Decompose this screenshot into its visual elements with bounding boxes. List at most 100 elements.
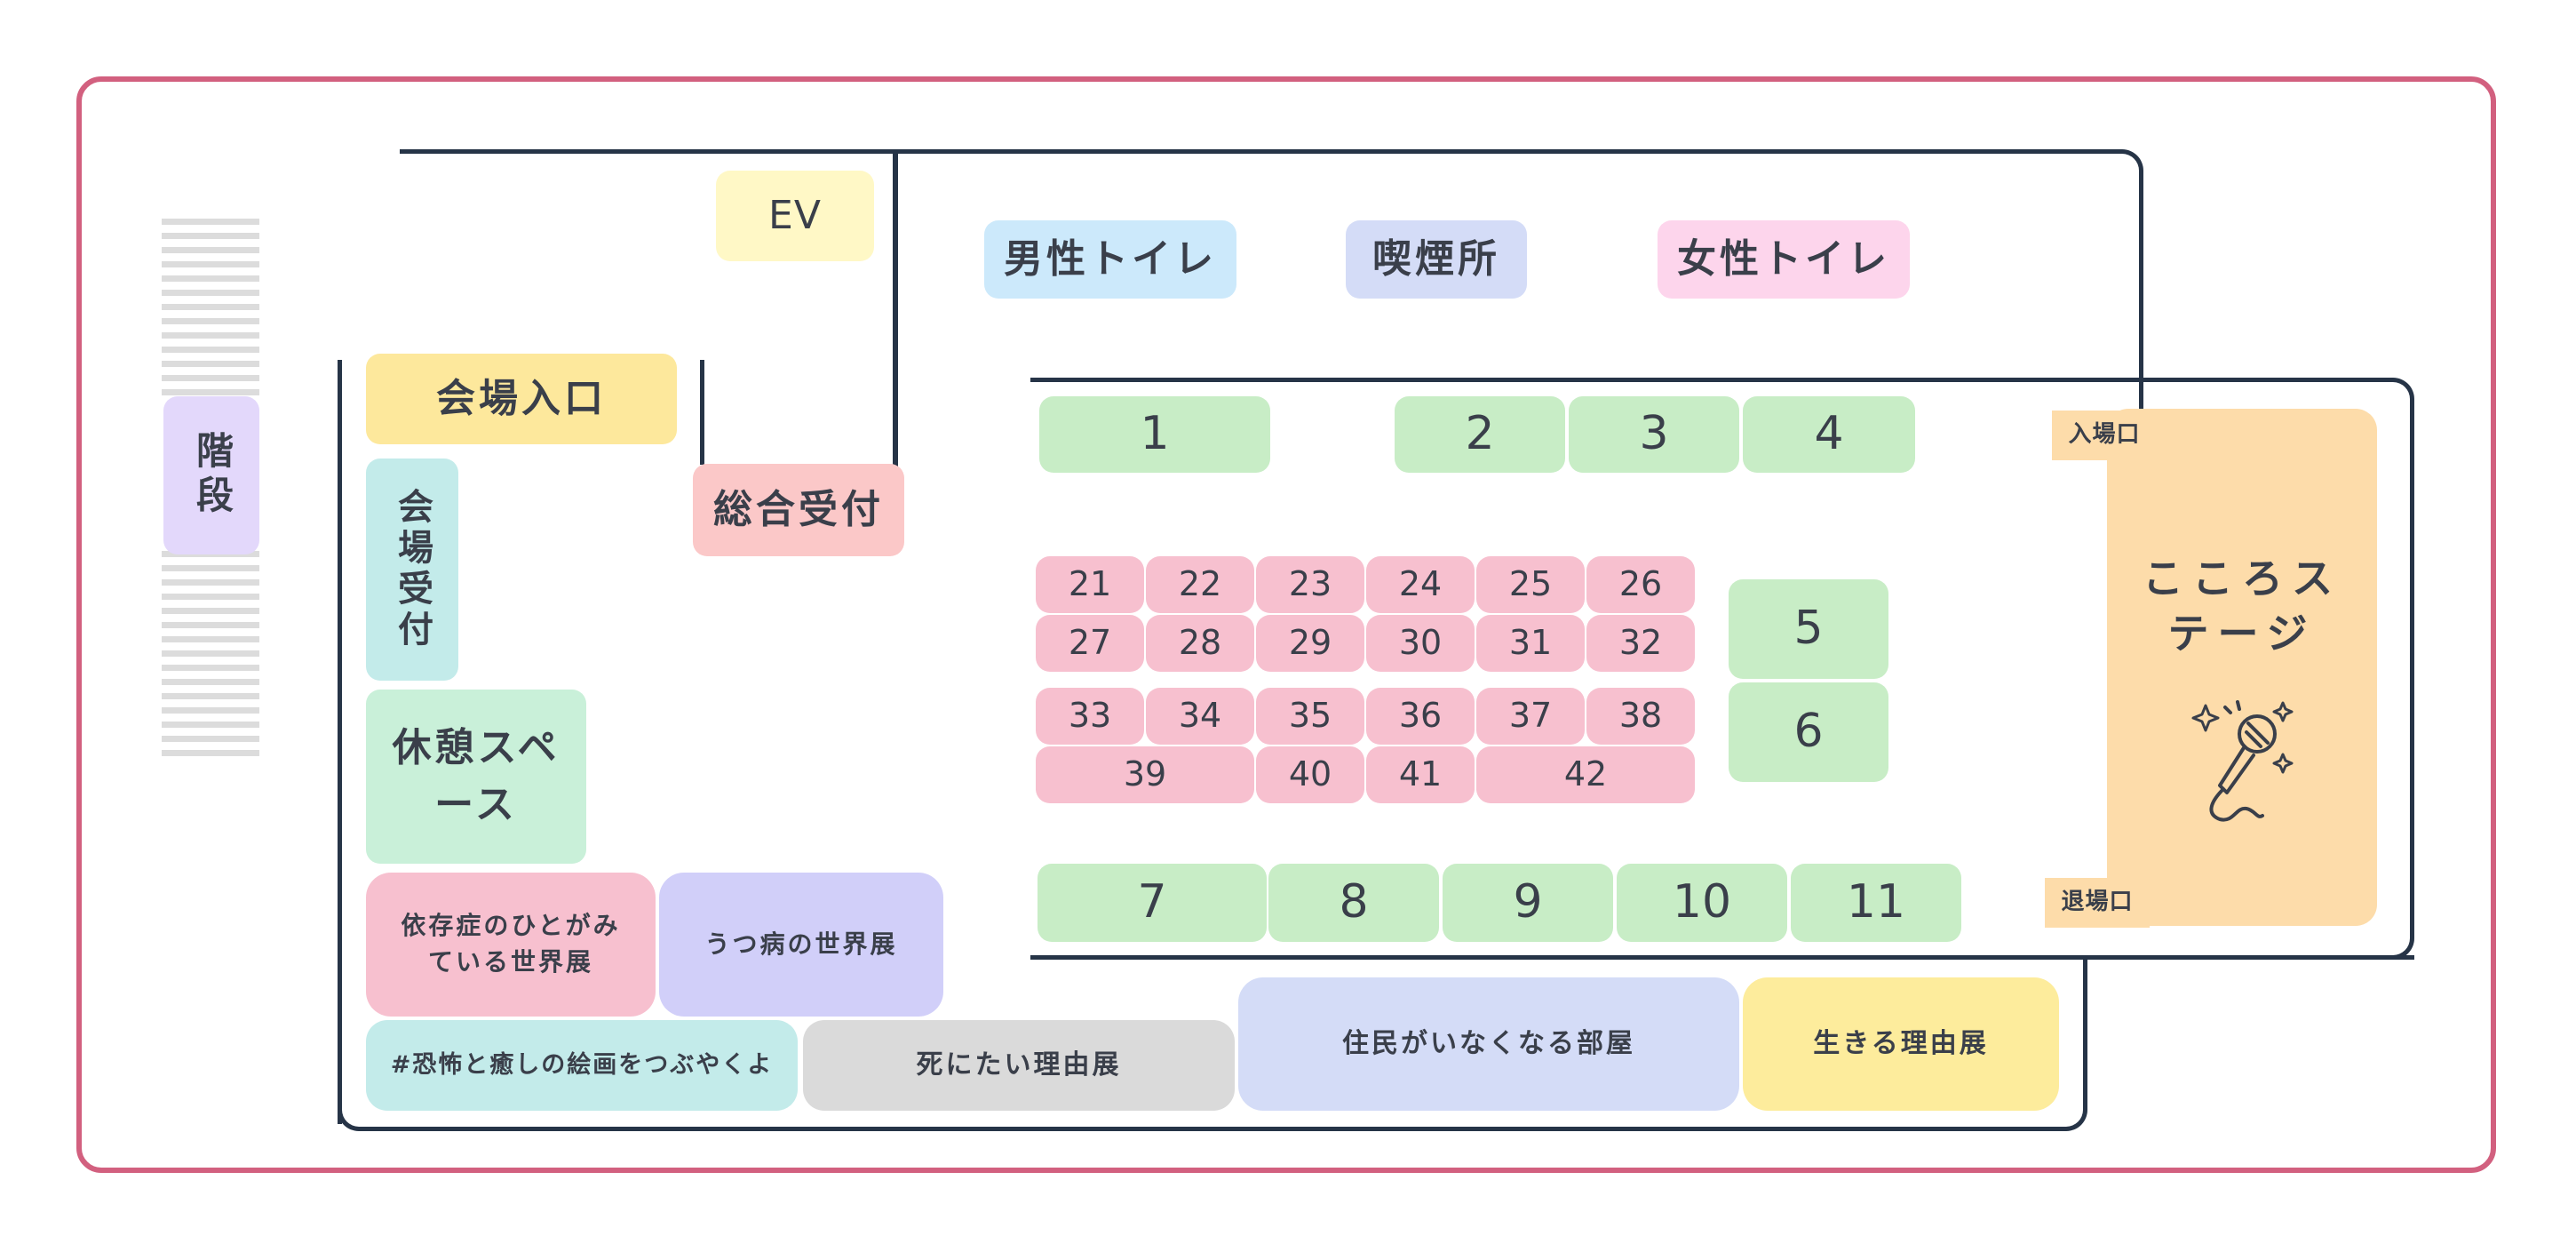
- stage[interactable]: こころステージ: [2107, 409, 2377, 926]
- booth-21[interactable]: 21: [1036, 556, 1144, 613]
- booth-number: 42: [1563, 754, 1608, 794]
- wall-bottom-room: [338, 955, 2087, 1131]
- exhibit-depression[interactable]: うつ病の世界展: [659, 873, 943, 1017]
- booth-number: 5: [1793, 602, 1824, 656]
- booth-32[interactable]: 32: [1586, 615, 1695, 672]
- exhibit-death-reasons-label: 死にたい理由展: [916, 1049, 1122, 1081]
- booth-28[interactable]: 28: [1146, 615, 1254, 672]
- booth-number: 36: [1398, 696, 1443, 736]
- stage-exit-label: 退場口: [2061, 889, 2134, 916]
- exhibit-addiction-label: 依存症のひとがみている世界展: [401, 911, 621, 977]
- booth-number: 32: [1618, 623, 1663, 663]
- booth-25[interactable]: 25: [1476, 556, 1585, 613]
- booth-24[interactable]: 24: [1366, 556, 1475, 613]
- booth-number: 28: [1178, 623, 1222, 663]
- booth-9[interactable]: 9: [1443, 864, 1613, 942]
- general-reception[interactable]: 総合受付: [693, 464, 904, 556]
- booth-29[interactable]: 29: [1256, 615, 1364, 672]
- booth-37[interactable]: 37: [1476, 688, 1585, 745]
- booth-34[interactable]: 34: [1146, 688, 1254, 745]
- booth-26[interactable]: 26: [1586, 556, 1695, 613]
- booth-31[interactable]: 31: [1476, 615, 1585, 672]
- stairs-upper: [162, 219, 259, 396]
- wall-hall-bottom: [1030, 955, 2008, 960]
- booth-35[interactable]: 35: [1256, 688, 1364, 745]
- booth-42[interactable]: 42: [1476, 746, 1695, 803]
- booth-number: 25: [1508, 564, 1553, 604]
- booth-number: 34: [1178, 696, 1222, 736]
- booth-number: 3: [1639, 407, 1669, 461]
- booth-number: 7: [1137, 875, 1167, 929]
- toilet-female[interactable]: 女性トイレ: [1658, 220, 1910, 299]
- booth-36[interactable]: 36: [1366, 688, 1475, 745]
- booth-number: 24: [1398, 564, 1443, 604]
- booth-number: 1: [1140, 407, 1170, 461]
- venue-reception[interactable]: 会場受付: [366, 459, 458, 681]
- booth-1[interactable]: 1: [1039, 396, 1270, 473]
- booth-number: 38: [1618, 696, 1663, 736]
- booth-3[interactable]: 3: [1569, 396, 1739, 473]
- booth-number: 26: [1618, 564, 1663, 604]
- booth-number: 6: [1793, 705, 1824, 759]
- general-reception-label: 総合受付: [713, 487, 884, 533]
- wall-top-left: [400, 149, 897, 154]
- exhibit-addiction[interactable]: 依存症のひとがみている世界展: [366, 873, 656, 1017]
- booth-number: 11: [1846, 875, 1906, 929]
- stage-entrance-label: 入場口: [2068, 421, 2141, 449]
- booth-6[interactable]: 6: [1729, 682, 1888, 782]
- smoking-label: 喫煙所: [1372, 236, 1500, 283]
- booth-number: 41: [1398, 754, 1443, 794]
- wall-stage-join: [2083, 955, 2414, 960]
- booth-number: 21: [1068, 564, 1112, 604]
- booth-number: 10: [1672, 875, 1732, 929]
- booth-33[interactable]: 33: [1036, 688, 1144, 745]
- booth-number: 39: [1123, 754, 1167, 794]
- exhibit-residents-label: 住民がいなくなる部屋: [1342, 1028, 1635, 1060]
- exhibit-living-reasons-label: 生きる理由展: [1813, 1028, 1989, 1060]
- rest-space-label: 休憩スペース: [392, 725, 561, 827]
- booth-22[interactable]: 22: [1146, 556, 1254, 613]
- booth-8[interactable]: 8: [1268, 864, 1439, 942]
- venue-entrance[interactable]: 会場入口: [366, 354, 677, 444]
- exhibit-fear-healing[interactable]: #恐怖と癒しの絵画をつぶやくよ: [366, 1020, 798, 1111]
- exhibit-living-reasons[interactable]: 生きる理由展: [1743, 977, 2059, 1111]
- booth-7[interactable]: 7: [1038, 864, 1267, 942]
- toilet-male[interactable]: 男性トイレ: [984, 220, 1236, 299]
- booth-27[interactable]: 27: [1036, 615, 1144, 672]
- booth-2[interactable]: 2: [1395, 396, 1565, 473]
- booth-number: 4: [1814, 407, 1844, 461]
- booth-10[interactable]: 10: [1617, 864, 1787, 942]
- booth-39[interactable]: 39: [1036, 746, 1254, 803]
- booth-41[interactable]: 41: [1366, 746, 1475, 803]
- booth-38[interactable]: 38: [1586, 688, 1695, 745]
- booth-number: 40: [1288, 754, 1332, 794]
- wall-ev-divider: [893, 149, 898, 471]
- wall-left-vertical: [338, 360, 342, 1124]
- booth-number: 31: [1508, 623, 1553, 663]
- exhibit-residents[interactable]: 住民がいなくなる部屋: [1238, 977, 1739, 1111]
- stage-entrance[interactable]: 入場口: [2052, 411, 2157, 460]
- booth-number: 9: [1513, 875, 1543, 929]
- booth-number: 29: [1288, 623, 1332, 663]
- booth-number: 35: [1288, 696, 1332, 736]
- booth-number: 37: [1508, 696, 1553, 736]
- rest-space[interactable]: 休憩スペース: [366, 690, 586, 864]
- smoking-area[interactable]: 喫煙所: [1346, 220, 1527, 299]
- booth-4[interactable]: 4: [1743, 396, 1915, 473]
- elevator[interactable]: EV: [716, 171, 874, 261]
- exhibit-depression-label: うつ病の世界展: [704, 929, 898, 959]
- booth-5[interactable]: 5: [1729, 579, 1888, 679]
- booth-number: 30: [1398, 623, 1443, 663]
- stairs: 階段: [163, 396, 259, 554]
- exhibit-death-reasons[interactable]: 死にたい理由展: [803, 1020, 1235, 1111]
- venue-reception-label: 会場受付: [392, 488, 433, 651]
- stairs-lower: [162, 551, 259, 764]
- wall-upper-corridor: [893, 149, 2143, 567]
- booth-23[interactable]: 23: [1256, 556, 1364, 613]
- booth-40[interactable]: 40: [1256, 746, 1364, 803]
- stage-exit[interactable]: 退場口: [2045, 878, 2150, 928]
- booth-number: 8: [1339, 875, 1369, 929]
- elevator-label: EV: [768, 193, 822, 239]
- booth-11[interactable]: 11: [1791, 864, 1961, 942]
- booth-30[interactable]: 30: [1366, 615, 1475, 672]
